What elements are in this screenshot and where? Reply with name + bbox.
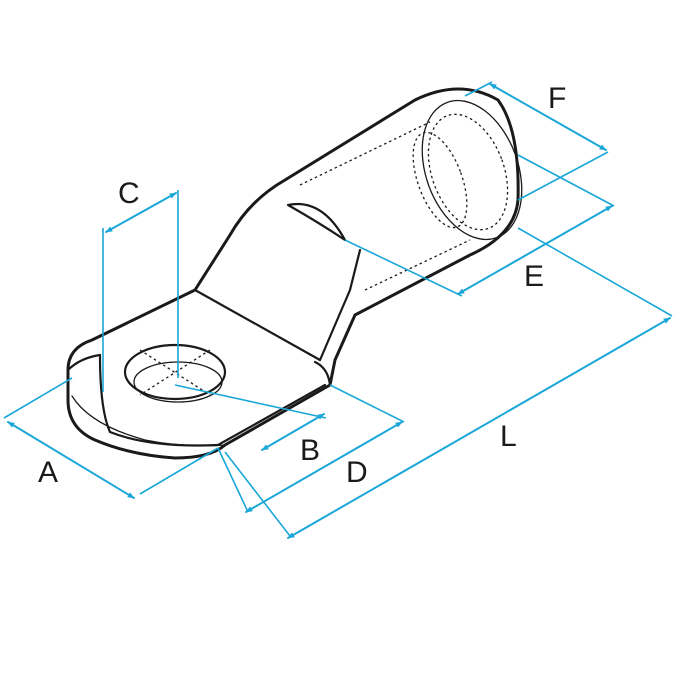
label-B: B — [300, 434, 320, 467]
palm-bottom-thickness — [71, 395, 226, 447]
barrel-bore-far — [412, 131, 468, 229]
palm-left-edge — [66, 353, 102, 372]
barrel-end-inner — [427, 113, 509, 231]
mounting-hole-outer — [123, 343, 227, 401]
dim-A — [7, 421, 135, 499]
dimension-lines — [3, 81, 673, 539]
label-F: F — [548, 82, 566, 115]
label-E: E — [524, 260, 544, 293]
ext-F-1 — [464, 81, 493, 97]
ext-F-2 — [517, 151, 609, 201]
label-A: A — [38, 456, 58, 489]
ext-L-1 — [517, 227, 673, 317]
dim-D — [245, 421, 403, 513]
ext-E-2 — [517, 154, 615, 207]
label-C: C — [118, 177, 140, 210]
ext-D-1 — [329, 384, 405, 423]
dim-L — [287, 317, 671, 539]
ext-A-2 — [139, 447, 219, 495]
ext-E-1 — [344, 239, 463, 297]
dim-F — [489, 83, 607, 151]
label-L: L — [500, 420, 517, 453]
dim-C — [105, 192, 177, 233]
dim-E — [457, 205, 613, 295]
ext-A-1 — [3, 377, 73, 419]
ext-D-2 — [217, 447, 249, 513]
label-D: D — [346, 456, 368, 489]
ext-L-2 — [224, 451, 291, 537]
dimension-labels: A B C D E F L — [38, 82, 566, 489]
cable-lug — [66, 87, 523, 460]
bore-hidden-top — [299, 121, 431, 186]
